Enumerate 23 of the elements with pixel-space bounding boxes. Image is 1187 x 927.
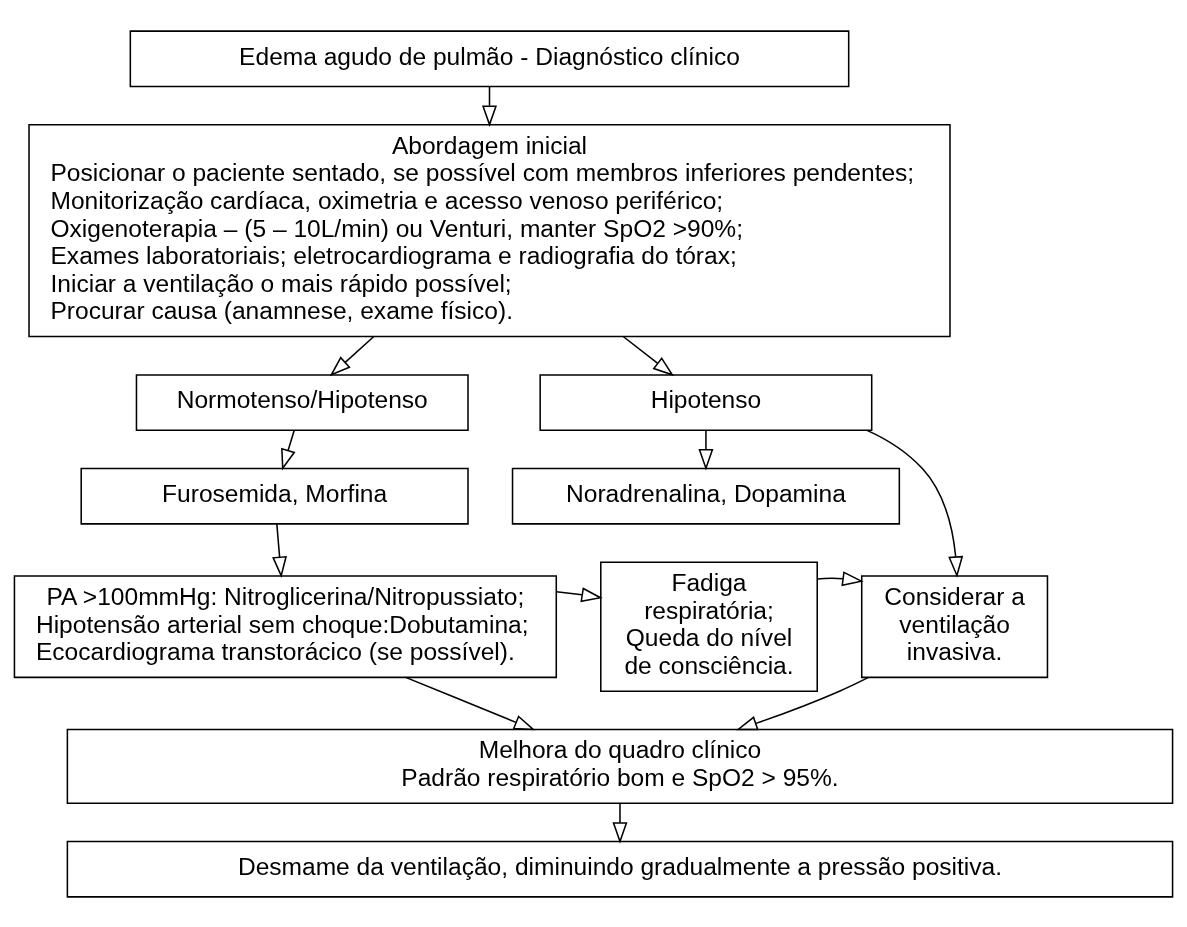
node-box: Desmame da ventilação, diminuindo gradualmente a pressão positiva.	[66, 840, 1174, 898]
node-box: Furosemida, Morfina	[80, 467, 469, 525]
arrow	[482, 85, 498, 127]
node-box: Abordagem inicial Posicionar o paciente sentado, se possível com membros inferiores pendentes; Monitorização cardíaca, oximetria e acesso venoso periférico; Oxigenoterapia – (5 – 10L/min) ou Venturi, manter SpO2 >90%; Exames laboratoriais; eletrocardiograma e radiografia do tórax; Iniciar a ventilação o mais rápido possível; Procurar causa (anamnese, exame físico).	[28, 123, 951, 337]
arrow	[866, 429, 964, 578]
node-box: Noradrenalina, Dopamina	[511, 467, 901, 525]
arrow	[736, 676, 869, 730]
arrow	[555, 586, 603, 602]
node-box: Edema agudo de pulmão - Diagnóstico clínico	[129, 29, 850, 87]
node-box: PA >100mmHg: Nitroglicerina/Nitropussiato; Hipotensão arterial sem choque:Dobutamina; Ecocardiograma transtorácico (se possível).	[13, 574, 558, 678]
node-box: Considerar a ventilação invasiva.	[860, 574, 1049, 678]
node-box: Fadiga respiratória; Queda do nível de consciência.	[600, 560, 818, 692]
arrow	[329, 335, 375, 376]
arrow	[272, 522, 288, 578]
node-box: Normotenso/Hipotenso	[135, 373, 469, 431]
arrow	[404, 676, 536, 730]
node-box: Melhora do quadro clínico Padrão respiratório bom e SpO2 > 95%.	[66, 728, 1174, 804]
arrow	[816, 570, 864, 586]
arrow	[698, 429, 714, 471]
arrow	[622, 335, 675, 376]
node-box: Hipotenso	[539, 373, 873, 431]
arrow	[281, 429, 296, 470]
arrow	[612, 802, 628, 844]
